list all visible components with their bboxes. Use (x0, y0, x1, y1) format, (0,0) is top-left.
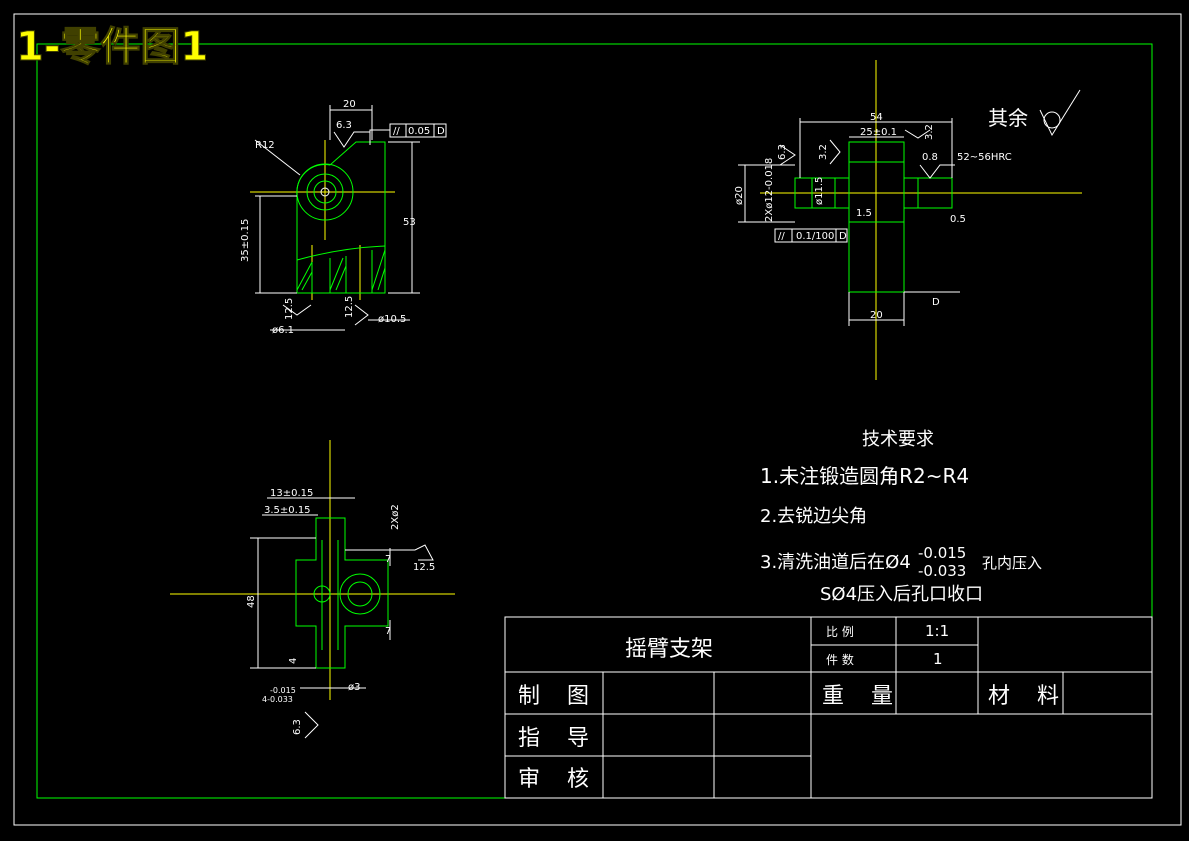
qty-value: 1 (933, 650, 943, 668)
dim-side-width: 54 (870, 112, 883, 123)
side-tol-symbol: // (778, 231, 785, 242)
tech-item-3-suffix: 孔内压入 (982, 554, 1042, 572)
tech-item-1: 1.未注锻造圆角R2~R4 (760, 464, 969, 488)
checked-label: 审 核 (518, 767, 599, 792)
dim-height-total: 53 (403, 217, 416, 228)
dim-bottom-tol-lower: 4-0.033 (262, 695, 293, 704)
dim-rough-a: 6.3 (777, 144, 788, 160)
side-tol-value: 0.1/100 (796, 231, 834, 242)
dim-dia-left: ø6.1 (272, 325, 294, 336)
scale-value: 1:1 (925, 622, 949, 640)
dim-bottom-13: 13±0.15 (270, 488, 313, 499)
dim-bottom-7b: 7 (385, 626, 391, 637)
front-tol-ref: D (437, 126, 445, 137)
side-tol-ref: D (839, 231, 847, 242)
front-tol-value: 0.05 (408, 126, 430, 137)
front-view: 20 6.3 // 0.05 D R12 53 35±0.15 12.5 12.… (240, 99, 447, 336)
tech-heading: 技术要求 (862, 429, 934, 450)
title-block: 摇臂支架 比 例 1:1 件 数 1 重 量 材 料 制 图 指 导 审 核 (504, 616, 1153, 799)
dim-bottom-tol-upper: -0.015 (270, 686, 296, 695)
tech-item-3-upper: -0.015 (918, 544, 966, 562)
dim-side-chamfer: 1.5 (856, 208, 872, 219)
front-hatch (296, 249, 386, 293)
tech-item-3-line2: SØ4压入后孔口收口 (820, 584, 983, 605)
side-view: 54 25±0.1 6.3 3.2 3.2 0.8 52~56HRC ø20 2… (734, 60, 1082, 380)
dim-rough-top: 6.3 (336, 120, 352, 131)
surface-rest-label: 其余 (988, 106, 1028, 130)
guided-label: 指 导 (518, 726, 599, 751)
dim-radius: R12 (255, 140, 275, 151)
part-name: 摇臂支架 (625, 637, 713, 662)
dim-height-hole: 35±0.15 (240, 219, 251, 262)
dim-dia-right: ø10.5 (378, 314, 406, 325)
dim-bottom-4: 4 (288, 658, 299, 664)
dim-bottom-rough-bottom: 6.3 (292, 719, 303, 735)
material-label: 材 料 (988, 684, 1069, 709)
surface-rest-icon (1039, 89, 1081, 137)
dim-bottom-dia3: ø3 (348, 682, 360, 693)
dim-side-dia20: ø20 (734, 186, 745, 205)
side-datum: D (932, 297, 940, 308)
dim-side-boss: 25±0.1 (860, 127, 897, 138)
tech-item-2: 2.去锐边尖角 (760, 506, 867, 527)
front-tol-symbol: // (393, 126, 400, 137)
dim-rough-d: 0.8 (922, 152, 938, 163)
dim-bottom-7a: 7 (385, 554, 391, 565)
drawn-label: 制 图 (518, 684, 599, 709)
weight-label: 重 量 (822, 684, 903, 709)
dim-rough-left: 12.5 (284, 298, 295, 320)
tech-requirements: 技术要求 1.未注锻造圆角R2~R4 2.去锐边尖角 3.清洗油道后在Ø4 -0… (760, 429, 1042, 605)
dim-bottom-rough: 12.5 (413, 562, 435, 573)
dim-rough-c: 3.2 (924, 124, 935, 140)
dim-hardness: 52~56HRC (957, 152, 1012, 163)
tech-item-3-lower: -0.033 (918, 562, 966, 580)
dim-side-bottom: 20 (870, 310, 883, 321)
qty-label: 件 数 (826, 652, 854, 667)
dim-side-holes: 2Xø12-0.018 (764, 158, 775, 222)
scale-label: 比 例 (826, 625, 854, 639)
outer-frame (13, 13, 1182, 826)
dim-bottom-35: 3.5±0.15 (264, 505, 311, 516)
bottom-view: 13±0.15 3.5±0.15 2Xø2 12.5 48 7 7 4 ø3 -… (170, 440, 455, 739)
dim-top-width: 20 (343, 99, 356, 110)
dim-bottom-holes: 2Xø2 (390, 504, 401, 530)
dim-rough-mid: 12.5 (344, 296, 355, 318)
page-title: 1-零件图1 (16, 24, 208, 70)
dim-side-hole-small: ø11.5 (814, 177, 825, 205)
dim-bottom-48: 48 (246, 595, 257, 608)
tech-item-3-prefix: 3.清洗油道后在Ø4 (760, 552, 911, 573)
dim-rough-b: 3.2 (818, 144, 829, 160)
dim-side-chamfer-right: 0.5 (950, 214, 966, 225)
